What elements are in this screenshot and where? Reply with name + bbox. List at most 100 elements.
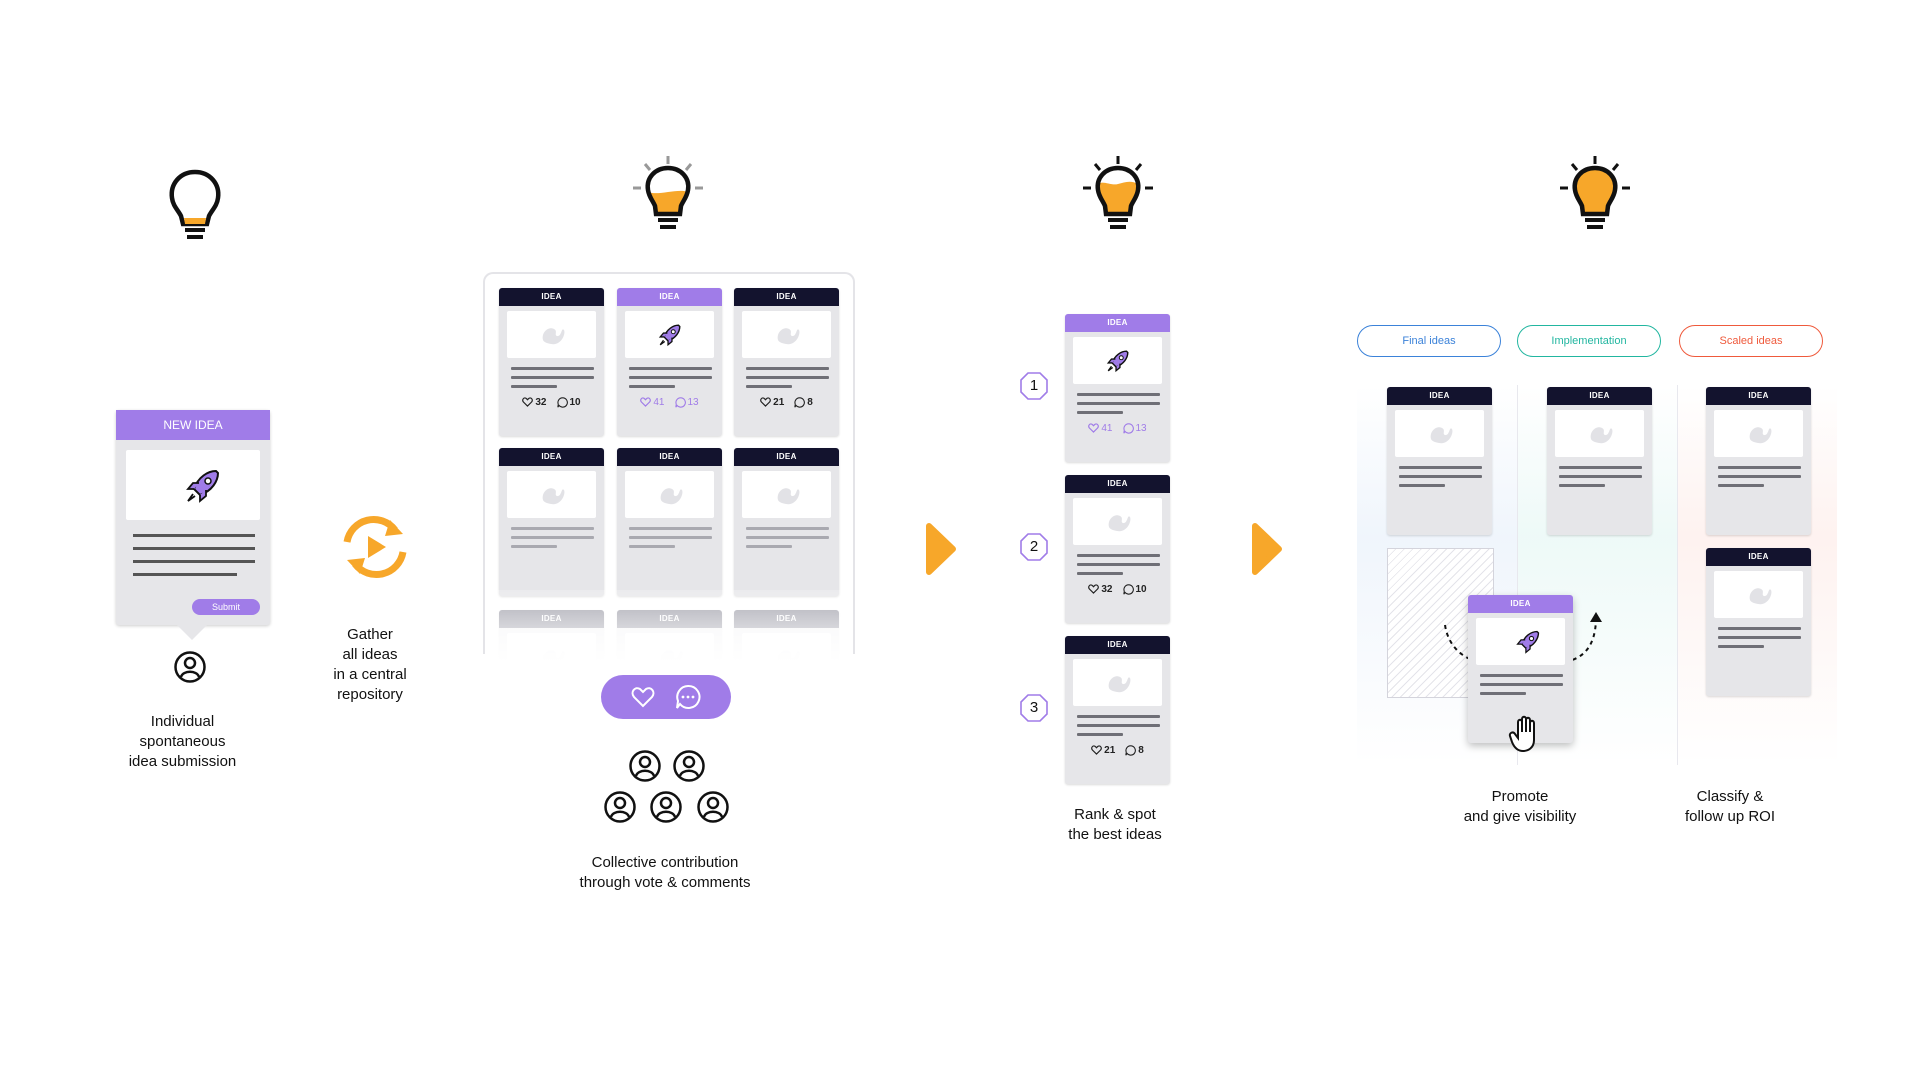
likes-count[interactable]: 21 (760, 397, 784, 408)
new-idea-header: NEW IDEA (116, 410, 270, 440)
user-icon (672, 749, 706, 788)
step-1-caption: Individual spontaneous idea submission (128, 713, 237, 770)
placeholder-icon (772, 480, 802, 510)
comments-value: 8 (1138, 744, 1144, 756)
idea-card-stats: 21 8 (1065, 742, 1170, 758)
idea-card-image (507, 471, 596, 518)
likes-count[interactable]: 41 (1088, 423, 1113, 434)
idea-card[interactable]: IDEA 41 13 (617, 288, 722, 436)
lightbulb-empty-icon (169, 169, 221, 239)
column-header[interactable]: Scaled ideas (1679, 325, 1823, 357)
idea-card-text-lines (1718, 466, 1801, 487)
comments-count[interactable]: 10 (1122, 583, 1147, 595)
idea-card-text-lines (746, 367, 829, 388)
vote-comment-pill[interactable] (601, 675, 731, 719)
likes-value: 32 (1101, 583, 1113, 595)
likes-count[interactable]: 41 (640, 396, 665, 408)
column-header[interactable]: Final ideas (1357, 325, 1501, 357)
submit-button[interactable]: Submit (192, 599, 260, 615)
idea-card-image (625, 471, 714, 518)
board-idea-card[interactable]: IDEA (1706, 387, 1811, 535)
comment-icon (556, 396, 568, 408)
board-idea-card[interactable]: IDEA (1547, 387, 1652, 535)
idea-card[interactable]: IDEA (499, 448, 604, 596)
heart-icon (760, 397, 771, 407)
form-pointer (176, 624, 208, 640)
idea-card-header: IDEA (1065, 314, 1170, 332)
placeholder-icon (1425, 419, 1455, 449)
placeholder-icon (1103, 507, 1133, 537)
sync-icon (343, 516, 407, 578)
idea-card[interactable]: IDEA 32 10 (499, 288, 604, 436)
likes-count[interactable]: 32 (1088, 583, 1113, 595)
flow-arrow-icon (926, 523, 956, 575)
idea-card-text-lines (1559, 466, 1642, 487)
likes-value: 21 (773, 396, 785, 408)
idea-card-header: IDEA (499, 288, 604, 306)
idea-card[interactable]: IDEA (617, 448, 722, 596)
idea-card-stats: 41 13 (1065, 420, 1170, 436)
idea-card-header: IDEA (617, 448, 722, 466)
rocket-icon (655, 320, 685, 350)
rank-number: 2 (1029, 538, 1039, 555)
idea-card-image (1395, 410, 1484, 457)
heart-icon (640, 397, 652, 407)
likes-count[interactable]: 32 (522, 396, 547, 408)
comments-count[interactable]: 13 (674, 396, 699, 408)
user-icon (628, 749, 662, 788)
idea-card[interactable]: IDEA (734, 448, 839, 596)
rank-badge: 1 (1019, 371, 1049, 401)
heart-icon[interactable] (631, 686, 655, 708)
placeholder-icon (537, 320, 567, 350)
ranked-idea-card[interactable]: IDEA 41 13 (1065, 314, 1170, 462)
idea-card[interactable]: IDEA 21 8 (734, 288, 839, 436)
idea-card-header: IDEA (617, 288, 722, 306)
board-idea-card[interactable]: IDEA (1706, 548, 1811, 696)
idea-card-header: IDEA (1387, 387, 1492, 405)
idea-card-image (1714, 410, 1803, 457)
step-5-caption: Promote and give visibility (1463, 788, 1577, 825)
comments-value: 10 (1135, 583, 1147, 595)
likes-value: 41 (653, 396, 665, 408)
idea-card-text-lines (1077, 554, 1160, 575)
idea-card-header: IDEA (734, 288, 839, 306)
idea-card-header: IDEA (734, 448, 839, 466)
column-header[interactable]: Implementation (1517, 325, 1661, 357)
likes-count[interactable]: 21 (1091, 745, 1115, 756)
idea-card-header: IDEA (1706, 387, 1811, 405)
idea-card-header: IDEA (499, 448, 604, 466)
idea-card-stats: 32 10 (1065, 581, 1170, 597)
comments-count[interactable]: 10 (556, 396, 581, 408)
idea-card-image (1714, 571, 1803, 618)
rank-badge: 3 (1019, 693, 1049, 723)
idea-card-text-lines (629, 367, 712, 388)
comment-icon (1122, 422, 1134, 434)
heart-icon (1088, 584, 1100, 594)
column-divider (1517, 385, 1518, 765)
placeholder-icon (1585, 419, 1615, 449)
comments-count[interactable]: 8 (1125, 745, 1144, 756)
idea-card-stats: 41 13 (617, 394, 722, 410)
idea-card-text-lines (1718, 627, 1801, 648)
idea-card-image (1555, 410, 1644, 457)
rocket-icon (1103, 346, 1133, 376)
comment-icon (1122, 583, 1134, 595)
heart-icon (522, 397, 534, 407)
heart-icon (1088, 423, 1100, 433)
likes-value: 32 (535, 396, 547, 408)
comment-icon[interactable] (675, 684, 701, 710)
comments-count[interactable]: 13 (1122, 422, 1147, 434)
comments-value: 13 (687, 396, 699, 408)
step-6-caption: Classify & follow up ROI (1684, 788, 1776, 825)
idea-card-text-lines (511, 527, 594, 548)
idea-card-image (742, 311, 831, 358)
comments-count[interactable]: 8 (794, 397, 813, 408)
placeholder-icon (1744, 419, 1774, 449)
board-idea-card[interactable]: IDEA (1387, 387, 1492, 535)
user-icon (696, 790, 730, 829)
new-idea-form: NEW IDEA Submit (116, 410, 270, 625)
dragged-idea-card[interactable]: IDEA (1468, 595, 1573, 743)
idea-card-text-lines (511, 367, 594, 388)
